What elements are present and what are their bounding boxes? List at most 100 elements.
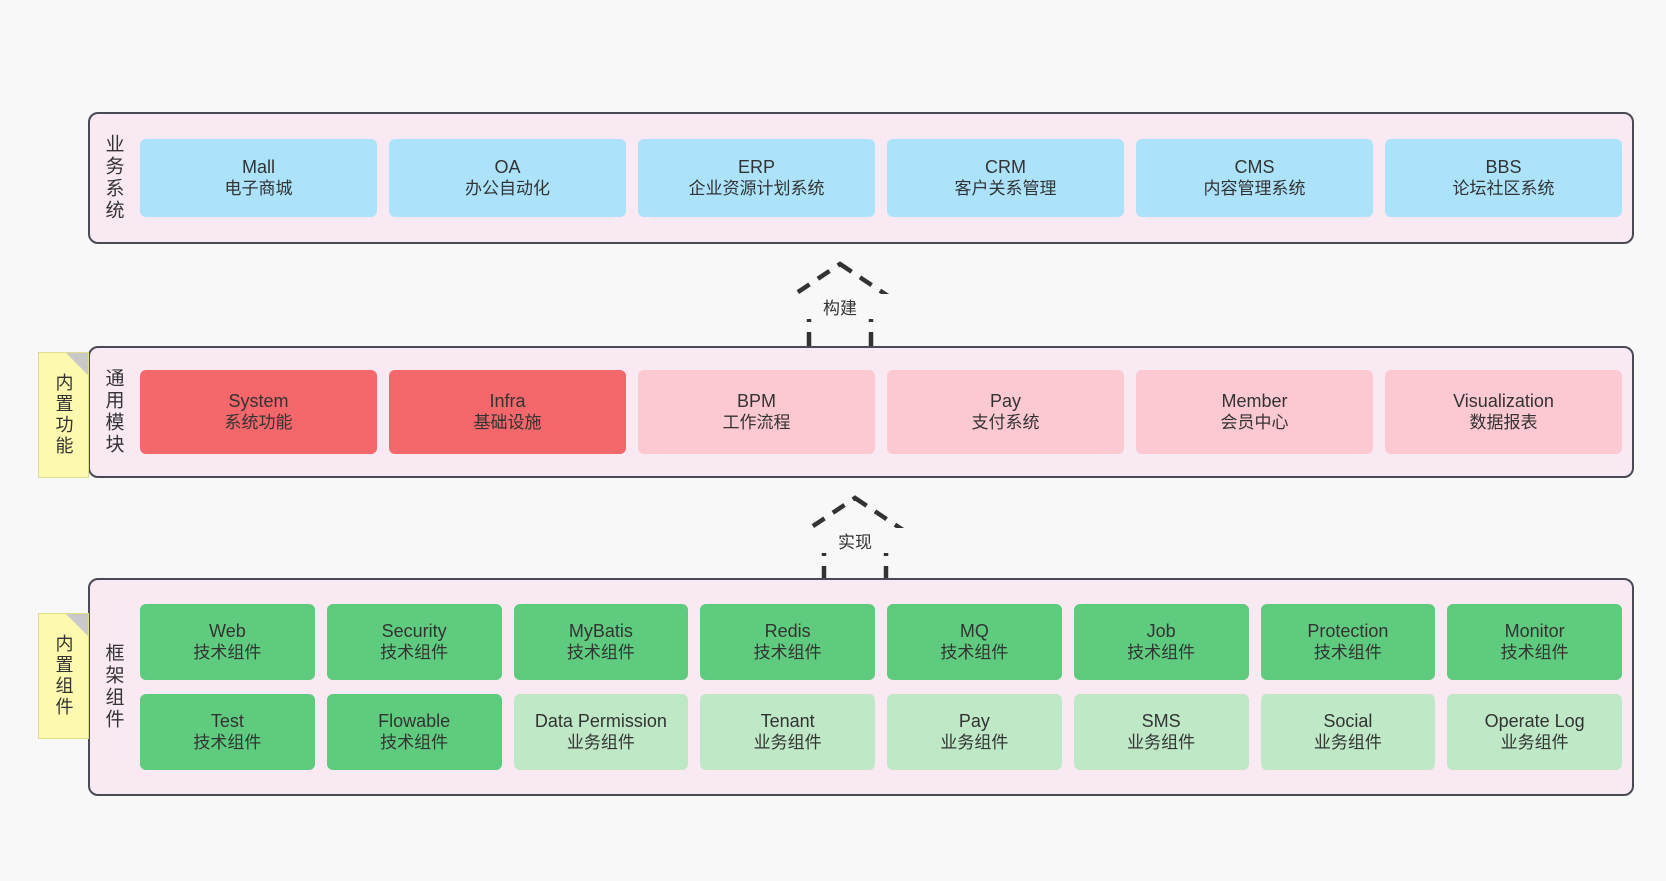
card-crm[interactable]: CRM 客户关系管理 bbox=[887, 139, 1124, 217]
note-fold-corner bbox=[66, 614, 88, 636]
card-infra[interactable]: Infra 基础设施 bbox=[389, 370, 626, 454]
card-title-en: CMS bbox=[1234, 156, 1275, 177]
card-title-en: Flowable bbox=[378, 710, 451, 731]
row-tech-components: Web 技术组件 Security 技术组件 MyBatis 技术组件 Redi… bbox=[140, 604, 1622, 680]
card-mq[interactable]: MQ 技术组件 bbox=[887, 604, 1062, 680]
card-title-en: Pay bbox=[958, 710, 990, 731]
card-title-en: Redis bbox=[764, 620, 811, 641]
card-title-en: Operate Log bbox=[1484, 710, 1585, 731]
card-title-cn: 业务组件 bbox=[1500, 732, 1569, 752]
card-title-en: SMS bbox=[1141, 710, 1181, 731]
card-job[interactable]: Job 技术组件 bbox=[1073, 604, 1249, 680]
layer-business-systems: 业务系统 Mall 电子商城 OA 办公自动化 ERP 企业资源计划系统 CRM… bbox=[88, 112, 1634, 244]
card-title-en: Pay bbox=[989, 390, 1022, 411]
connector-implement: 实现 bbox=[775, 492, 935, 582]
card-pay[interactable]: Pay 支付系统 bbox=[887, 370, 1124, 454]
card-cms[interactable]: CMS 内容管理系统 bbox=[1136, 139, 1373, 217]
card-data-permission[interactable]: Data Permission 业务组件 bbox=[513, 694, 689, 770]
card-monitor[interactable]: Monitor 技术组件 bbox=[1447, 604, 1622, 680]
card-title-en: BBS bbox=[1485, 156, 1522, 177]
card-flowable[interactable]: Flowable 技术组件 bbox=[326, 694, 502, 770]
row-business-components: Test 技术组件 Flowable 技术组件 Data Permission … bbox=[140, 694, 1622, 770]
note-builtin-components: 内置组件 bbox=[38, 613, 89, 739]
layer-title-common-modules: 通用模块 bbox=[102, 368, 124, 456]
card-title-en: Member bbox=[1221, 390, 1288, 411]
card-title-en: Infra bbox=[489, 390, 526, 411]
card-title-cn: 技术组件 bbox=[1127, 642, 1196, 662]
layer-body-framework-components: Web 技术组件 Security 技术组件 MyBatis 技术组件 Redi… bbox=[136, 580, 1632, 794]
card-title-cn: 内容管理系统 bbox=[1203, 178, 1306, 198]
card-title-cn: 技术组件 bbox=[380, 732, 449, 752]
card-erp[interactable]: ERP 企业资源计划系统 bbox=[638, 139, 875, 217]
card-title-cn: 会员中心 bbox=[1220, 412, 1289, 432]
card-mybatis[interactable]: MyBatis 技术组件 bbox=[513, 604, 689, 680]
card-title-en: Security bbox=[381, 620, 447, 641]
layer-body-common-modules: System 系统功能 Infra 基础设施 BPM 工作流程 Pay 支付系统… bbox=[136, 348, 1632, 476]
card-system[interactable]: System 系统功能 bbox=[140, 370, 377, 454]
card-title-cn: 工作流程 bbox=[722, 412, 791, 432]
card-title-cn: 系统功能 bbox=[224, 412, 293, 432]
card-title-cn: 技术组件 bbox=[193, 642, 262, 662]
card-mall[interactable]: Mall 电子商城 bbox=[140, 139, 377, 217]
card-bpm[interactable]: BPM 工作流程 bbox=[638, 370, 875, 454]
card-tenant[interactable]: Tenant 业务组件 bbox=[700, 694, 875, 770]
card-protection[interactable]: Protection 技术组件 bbox=[1260, 604, 1436, 680]
card-title-cn: 技术组件 bbox=[380, 642, 449, 662]
card-pay-component[interactable]: Pay 业务组件 bbox=[887, 694, 1062, 770]
card-social[interactable]: Social 业务组件 bbox=[1260, 694, 1436, 770]
card-member[interactable]: Member 会员中心 bbox=[1136, 370, 1373, 454]
card-title-cn: 支付系统 bbox=[971, 412, 1040, 432]
card-title-en: MyBatis bbox=[568, 620, 633, 641]
card-title-en: Visualization bbox=[1453, 390, 1554, 411]
card-title-en: OA bbox=[494, 156, 521, 177]
card-bbs[interactable]: BBS 论坛社区系统 bbox=[1385, 139, 1622, 217]
card-sms[interactable]: SMS 业务组件 bbox=[1073, 694, 1249, 770]
card-web[interactable]: Web 技术组件 bbox=[140, 604, 315, 680]
card-title-en: BPM bbox=[736, 390, 776, 411]
card-title-cn: 技术组件 bbox=[566, 642, 635, 662]
card-title-cn: 业务组件 bbox=[1127, 732, 1196, 752]
card-title-cn: 电子商城 bbox=[224, 178, 293, 198]
card-title-cn: 技术组件 bbox=[1313, 642, 1382, 662]
card-redis[interactable]: Redis 技术组件 bbox=[700, 604, 875, 680]
connector-label-implement: 实现 bbox=[775, 528, 935, 553]
card-security[interactable]: Security 技术组件 bbox=[326, 604, 502, 680]
card-title-en: Monitor bbox=[1504, 620, 1565, 641]
card-title-en: Mall bbox=[241, 156, 275, 177]
card-title-cn: 业务组件 bbox=[753, 732, 822, 752]
card-title-cn: 业务组件 bbox=[566, 732, 635, 752]
card-title-en: Web bbox=[209, 620, 246, 641]
card-visualization[interactable]: Visualization 数据报表 bbox=[1385, 370, 1622, 454]
card-title-en: Data Permission bbox=[534, 710, 667, 731]
card-oa[interactable]: OA 办公自动化 bbox=[389, 139, 626, 217]
layer-body-business-systems: Mall 电子商城 OA 办公自动化 ERP 企业资源计划系统 CRM 客户关系… bbox=[136, 114, 1632, 242]
layer-title-business-systems: 业务系统 bbox=[102, 134, 124, 222]
card-title-cn: 数据报表 bbox=[1469, 412, 1538, 432]
card-title-cn: 技术组件 bbox=[940, 642, 1009, 662]
card-title-cn: 企业资源计划系统 bbox=[688, 178, 825, 198]
note-builtin-features: 内置功能 bbox=[38, 352, 89, 478]
card-title-en: Test bbox=[210, 710, 244, 731]
note-label: 内置组件 bbox=[53, 634, 74, 718]
card-title-cn: 客户关系管理 bbox=[954, 178, 1057, 198]
note-label: 内置功能 bbox=[53, 373, 74, 457]
card-title-cn: 业务组件 bbox=[1313, 732, 1382, 752]
layer-common-modules: 通用模块 System 系统功能 Infra 基础设施 BPM 工作流程 Pay… bbox=[88, 346, 1634, 478]
card-title-cn: 技术组件 bbox=[193, 732, 262, 752]
card-title-en: Social bbox=[1323, 710, 1373, 731]
card-title-en: MQ bbox=[959, 620, 989, 641]
card-title-cn: 业务组件 bbox=[940, 732, 1009, 752]
card-title-en: Tenant bbox=[760, 710, 815, 731]
card-title-en: ERP bbox=[737, 156, 775, 177]
card-title-cn: 论坛社区系统 bbox=[1452, 178, 1555, 198]
layer-framework-components: 框架组件 Web 技术组件 Security 技术组件 MyBatis 技术组件… bbox=[88, 578, 1634, 796]
card-title-en: Job bbox=[1146, 620, 1176, 641]
card-test[interactable]: Test 技术组件 bbox=[140, 694, 315, 770]
connector-label-build: 构建 bbox=[760, 294, 920, 319]
card-title-cn: 技术组件 bbox=[1500, 642, 1569, 662]
card-operate-log[interactable]: Operate Log 业务组件 bbox=[1447, 694, 1622, 770]
card-title-en: System bbox=[228, 390, 289, 411]
layer-title-framework-components: 框架组件 bbox=[102, 643, 124, 731]
card-title-cn: 基础设施 bbox=[473, 412, 542, 432]
